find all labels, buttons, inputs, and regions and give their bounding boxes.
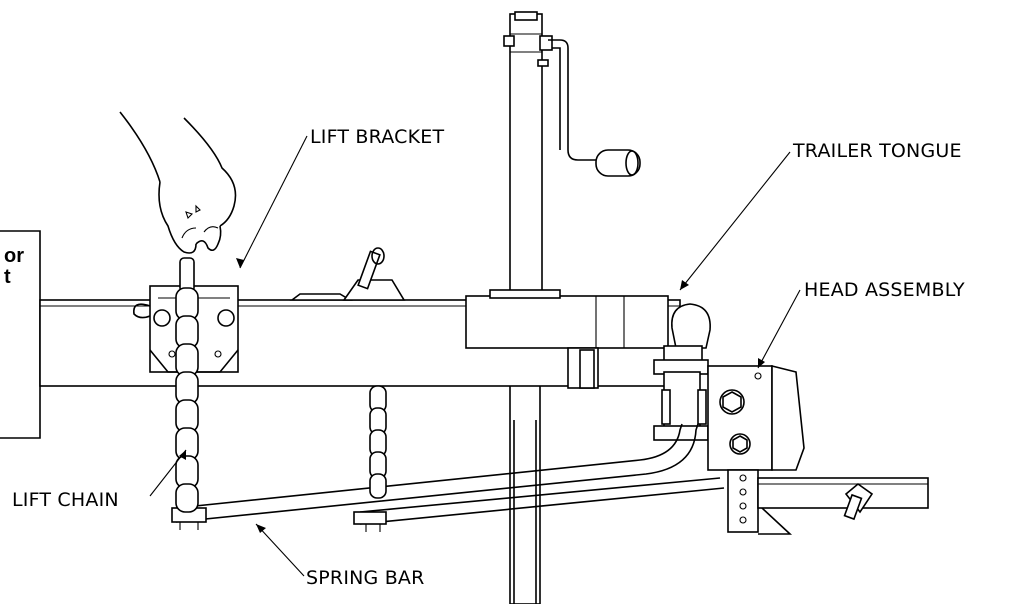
label-lift-bracket: LIFT BRACKET bbox=[310, 126, 444, 148]
hitch-ball bbox=[653, 303, 711, 441]
trailer-tongue-beam bbox=[39, 289, 681, 389]
label-spring-bar: SPRING BAR bbox=[306, 567, 425, 589]
safety-chain bbox=[369, 385, 387, 499]
side-note-line-2: t bbox=[4, 266, 11, 288]
tongue-jack bbox=[503, 11, 641, 604]
side-note-box: or t bbox=[0, 230, 41, 439]
lift-chain bbox=[175, 257, 199, 513]
safety-chain-hook bbox=[289, 247, 406, 301]
label-trailer-tongue: TRAILER TONGUE bbox=[792, 140, 962, 162]
hand-illustration bbox=[119, 111, 237, 254]
side-note-line-1: or bbox=[4, 245, 24, 267]
leader-lines bbox=[149, 135, 801, 577]
head-assembly bbox=[707, 364, 929, 535]
label-lift-chain: LIFT CHAIN bbox=[12, 489, 119, 511]
label-head-assembly: HEAD ASSEMBLY bbox=[804, 279, 965, 301]
spring-bars bbox=[171, 423, 725, 532]
